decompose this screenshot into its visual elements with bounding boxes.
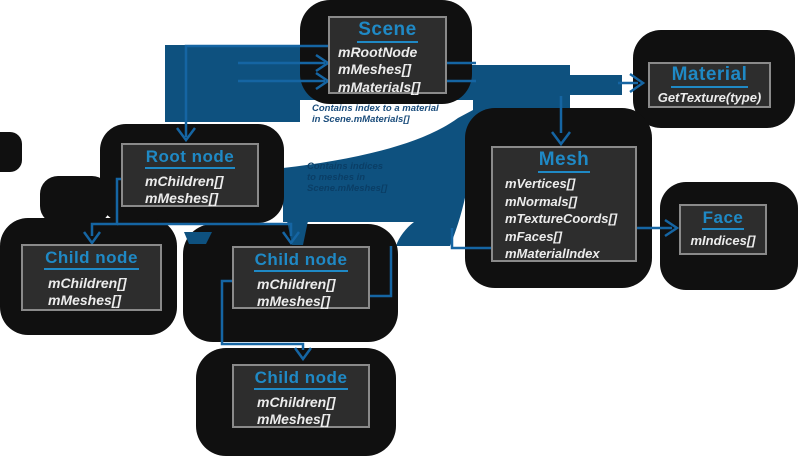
mesh-field-mtexturecoords: mTextureCoords[] xyxy=(505,211,618,226)
child-node-middle-box: Child node mChildren[] mMeshes[] xyxy=(232,246,370,309)
material-box: Material GetTexture(type) xyxy=(648,62,771,108)
child-bottom-field-mchildren: mChildren[] xyxy=(257,394,336,410)
child-middle-field-mchildren: mChildren[] xyxy=(257,276,336,292)
child-node-left-box: Child node mChildren[] mMeshes[] xyxy=(21,244,162,311)
child-bottom-field-mmeshes: mMeshes[] xyxy=(257,411,331,427)
material-index-note-line1: Contains index to a material xyxy=(312,103,439,114)
scene-box-title: Scene xyxy=(330,20,445,43)
mesh-indices-note-line1: Contains indices xyxy=(307,161,384,172)
mmaterialindex-line xyxy=(450,228,491,250)
scene-field-mmaterials: mMaterials[] xyxy=(338,79,421,95)
root-field-mmeshes: mMeshes[] xyxy=(145,190,219,206)
root-mchildren-right-line xyxy=(117,222,293,236)
blob-root-node-ext xyxy=(40,176,110,224)
mesh-box-title: Mesh xyxy=(493,150,635,173)
mesh-field-mnormals: mNormals[] xyxy=(505,193,578,209)
face-box: Face mIndices[] xyxy=(679,204,767,255)
scene-rootnode-thick-arrow-tail xyxy=(184,232,212,244)
mesh-field-mvertices: mVertices[] xyxy=(505,176,576,191)
mesh-box: Mesh mVertices[] mNormals[] mTextureCoor… xyxy=(491,146,637,262)
middlechild-mmeshes-line xyxy=(370,246,393,298)
child-node-bottom-title: Child node xyxy=(234,368,368,390)
face-field-mindices: mIndices[] xyxy=(690,233,756,248)
child-node-middle-title: Child node xyxy=(234,250,368,272)
mrootnode-to-rootnode-line xyxy=(184,44,328,137)
to-material-arrowhead xyxy=(629,72,646,94)
child-middle-field-mmeshes: mMeshes[] xyxy=(257,293,331,309)
child-left-field-mmeshes: mMeshes[] xyxy=(48,292,122,308)
root-to-leftchild-arrowhead xyxy=(82,231,102,246)
scene-to-rootnode-thick-arrow xyxy=(165,45,300,122)
to-bottomchild-arrowhead xyxy=(293,347,313,362)
face-box-title: Face xyxy=(681,208,765,230)
child-left-field-mchildren: mChildren[] xyxy=(48,275,127,291)
root-field-mchildren: mChildren[] xyxy=(145,173,224,189)
material-field-gettexture: GetTexture(type) xyxy=(657,90,762,105)
scene-field-mrootnode: mRootNode xyxy=(338,44,418,60)
scene-field-mmeshes: mMeshes[] xyxy=(338,61,412,77)
root-node-box: Root node mChildren[] mMeshes[] xyxy=(121,143,259,207)
root-node-box-title: Root node xyxy=(123,147,257,169)
child-node-left-title: Child node xyxy=(23,248,160,270)
mesh-field-mmaterialindex: mMaterialIndex xyxy=(505,246,600,261)
to-mesh-arrowhead xyxy=(551,131,571,147)
mesh-indices-note-line3: Scene.mMeshes[] xyxy=(307,183,388,194)
mesh-field-mfaces: mFaces[] xyxy=(505,228,563,244)
material-index-note-line2: in Scene.mMaterials[] xyxy=(312,114,410,125)
mesh-indices-note-line2: to meshes in xyxy=(307,172,366,183)
child-node-bottom-box: Child node mChildren[] mMeshes[] xyxy=(232,364,370,428)
mfaces-to-face-arrowhead xyxy=(664,218,680,238)
material-index-note: Contains index to a material in Scene.mM… xyxy=(312,103,439,125)
material-box-title: Material xyxy=(650,65,769,88)
scene-box: Scene mRootNode mMeshes[] mMaterials[] xyxy=(328,16,447,95)
root-to-middlechild-arrowhead xyxy=(281,231,301,246)
mrootnode-to-rootnode-arrowhead xyxy=(176,127,196,143)
mesh-indices-note: Contains indices to meshes in Scene.mMes… xyxy=(307,161,387,194)
middlechild-mchildren-line xyxy=(220,279,305,350)
blob-left-sliver xyxy=(0,132,22,172)
